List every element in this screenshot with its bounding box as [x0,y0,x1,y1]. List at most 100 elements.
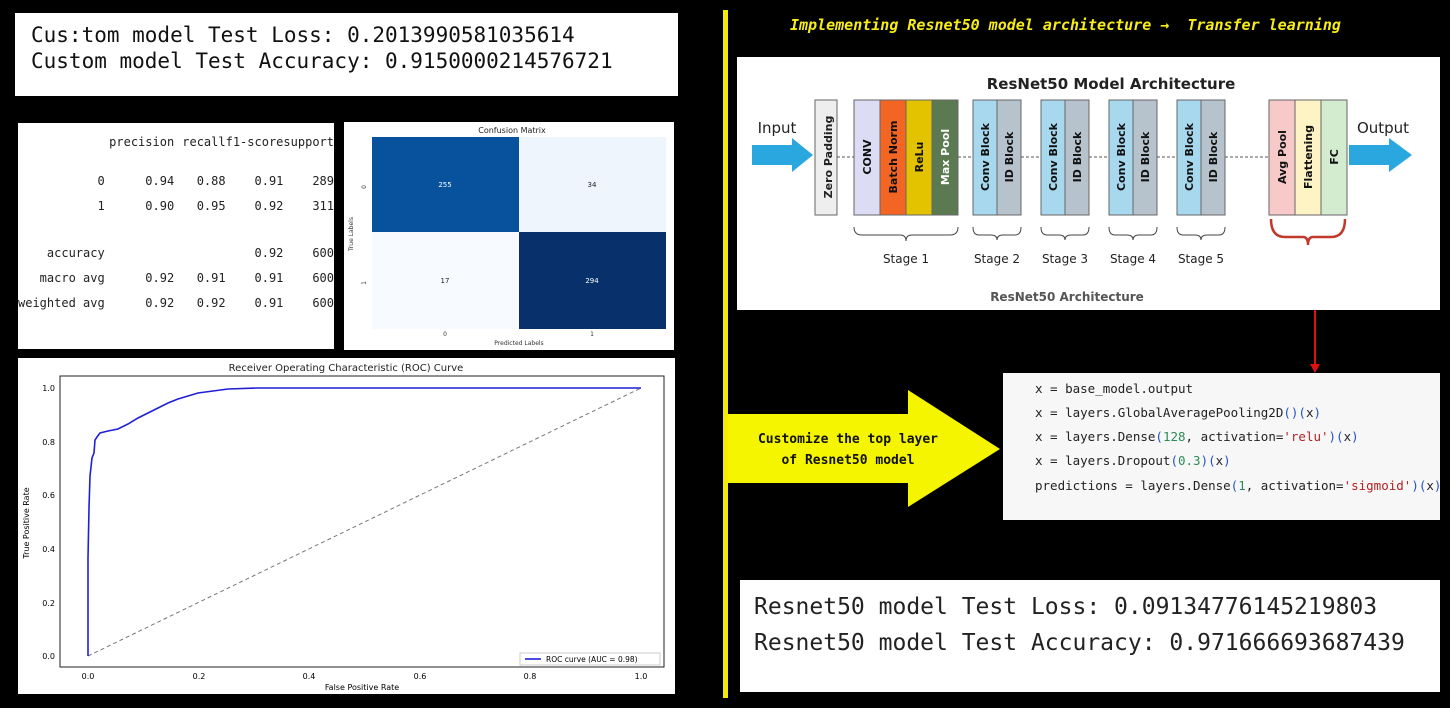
roc-xtick: 0.0 [82,672,95,681]
head-block-label: Avg Pool [1276,130,1289,184]
cm-title: Confusion Matrix [478,126,546,135]
roc-legend-box [519,652,661,666]
roc-xtick: 0.2 [193,672,206,681]
code-paren: ) [1223,453,1231,468]
report-support: 600 [312,270,334,285]
code-paren: ( [1230,478,1239,493]
code-line-5: predictions = layers.Dense(1, activation… [1035,478,1440,493]
custom-model-metrics: Cus:tom model Test Loss: 0.2013990581035… [15,13,678,96]
report-row: 1 0.90 0.95 0.92 311 [18,193,334,218]
code-text: predictions = layers.Dense [1035,478,1231,493]
code-paren: )( [1200,453,1216,468]
cm-ylabel: True Labels [348,217,355,252]
id-block-label: ID Block [1071,131,1084,182]
confusion-matrix-svg: Confusion Matrix 255 34 17 294 0 1 0 1 P… [348,126,666,347]
conv-block-label: Conv Block [979,122,992,191]
report-row: accuracy 0.92 600 [18,240,334,265]
cm-value-0-0: 255 [438,181,451,189]
roc-xtick: 0.6 [414,672,427,681]
code-paren: ()( [1283,405,1306,420]
stage1-block-label: CONV [861,139,874,175]
report-row-label: 0 [97,173,105,188]
code-text: , activation= [1245,478,1344,493]
cm-value-1-1: 294 [585,277,599,285]
id-block [1064,99,1090,216]
arch-title: ResNet50 Model Architecture [987,75,1236,93]
roc-axes-frame [59,375,665,668]
roc-diagonal [87,387,642,657]
report-recall: 0.95 [196,198,226,213]
report-row-label: accuracy [46,245,105,260]
roc-curve-line [87,387,641,656]
report-f1: 0.91 [254,295,284,310]
cm-ytick-1: 1 [361,281,368,285]
stage-5-blocks: Conv Block ID Block [1176,99,1226,216]
stage-label: Stage 3 [1042,252,1088,266]
report-row-label: macro avg [39,270,105,285]
report-f1: 0.92 [254,245,284,260]
resnet-accuracy-line: Resnet50 model Test Accuracy: 0.97166669… [754,630,1405,656]
roc-ytick: 0.6 [42,491,55,500]
code-text: x [1305,405,1314,420]
report-support: 600 [312,295,334,310]
report-recall: 0.91 [196,270,226,285]
roc-ytick: 0.8 [42,438,55,447]
roc-title: Receiver Operating Characteristic (ROC) … [229,363,464,374]
id-block [996,99,1022,216]
right-title: Implementing Resnet50 model architecture… [790,16,1341,34]
report-support: 600 [312,245,334,260]
report-row: 0 0.94 0.88 0.91 289 [18,168,334,193]
arch-output-label: Output [1357,119,1409,137]
report-row: macro avg 0.92 0.91 0.91 600 [18,265,334,290]
conv-block [1108,99,1134,216]
customize-label-line1: Customize the top layer [758,432,938,447]
custom-accuracy-line: Custom model Test Accuracy: 0.9150000214… [31,49,613,73]
code-paren: ) [1434,478,1440,493]
code-text: , activation= [1185,429,1284,444]
code-text: x [1215,453,1224,468]
stage-label: Stage 1 [883,252,929,266]
stage1-block [879,99,907,216]
report-recall [174,240,225,265]
stage-label: Stage 4 [1110,252,1156,266]
roc-xtick: 1.0 [635,672,648,681]
cm-cell-1-0 [372,232,519,329]
conv-block-label: Conv Block [1047,122,1060,191]
output-arrow-icon [1349,138,1412,172]
report-f1: 0.92 [254,198,284,213]
cm-ytick-0: 0 [361,185,368,189]
code-number: 0.3 [1178,453,1201,468]
roc-legend-label: ROC curve (AUC = 0.98) [546,655,638,664]
roc-ytick: 0.0 [42,652,55,661]
report-header-f1: f1-score [225,134,284,149]
head-block [1320,99,1348,216]
report-precision: 0.94 [145,173,175,188]
report-recall: 0.92 [196,295,226,310]
report-f1: 0.91 [254,173,284,188]
arch-svg: ResNet50 Model Architecture Input Zero P… [752,75,1412,304]
yellow-arrow-icon [728,390,1000,507]
input-arrow-icon [752,138,813,172]
cm-value-1-0: 17 [441,277,450,285]
conv-block [972,99,998,216]
roc-xlabel: False Positive Rate [325,683,399,692]
customize-arrow-svg: Customize the top layer of Resnet50 mode… [728,390,1000,507]
stage-2-blocks: Conv Block ID Block [972,99,1022,216]
stage1-blocks: CONV Batch Norm ReLu Max Pool [853,99,959,216]
customize-label-line2: of Resnet50 model [781,453,914,468]
id-block-label: ID Block [1207,131,1220,182]
code-paren: ) [1351,429,1359,444]
code-number: 1 [1238,478,1246,493]
head-block-label: FC [1328,149,1341,165]
roc-svg: Receiver Operating Characteristic (ROC) … [22,363,665,692]
report-recall: 0.88 [196,173,226,188]
code-text: x [1426,478,1434,493]
id-block [1132,99,1158,216]
report-row-label: 1 [97,198,105,213]
code-text: x = base_model.output [1035,381,1194,396]
cm-xtick-0: 0 [443,331,447,338]
custom-loss-line: Cus:tom model Test Loss: 0.2013990581035… [31,23,575,47]
stage1-block [905,99,933,216]
code-line-3: x = layers.Dense(128, activation='relu')… [1035,429,1359,444]
head-block-label: Flattening [1302,125,1315,189]
